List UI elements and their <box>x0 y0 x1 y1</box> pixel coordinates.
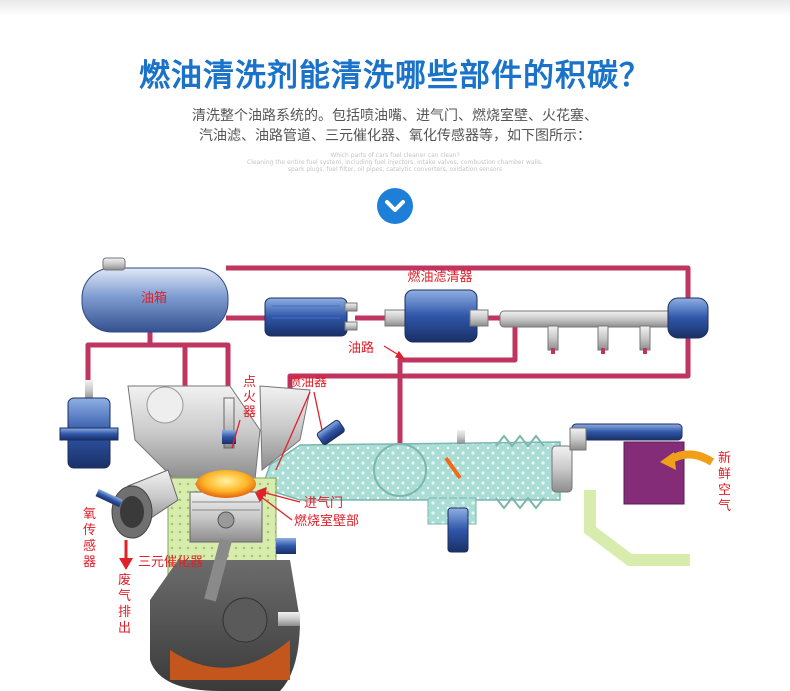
intake-valve-label: 进气门 <box>304 495 343 511</box>
fuel-tank: 油箱 <box>82 258 228 332</box>
fresh-air-char-3: 空 <box>718 483 731 498</box>
spark-plug-char-2: 火 <box>243 390 256 405</box>
oxygen-sensor-char-4: 器 <box>83 555 96 570</box>
oxygen-sensor-label: 氧 传 感 器 <box>83 507 100 570</box>
spark-plug-label: 点 火 器 <box>243 375 260 420</box>
fuel-filter: 燃油滤清器 <box>385 269 488 342</box>
exhaust-arrow <box>119 540 133 570</box>
oxygen-sensor-char-1: 氧 <box>83 507 96 522</box>
injector-label: 喷油器 <box>288 375 327 390</box>
fresh-air-label: 新 鲜 空 气 <box>718 450 735 514</box>
ignition-coil <box>60 380 118 468</box>
exhaust-char-1: 废 <box>118 572 131 588</box>
fuel-tank-label: 油箱 <box>141 290 167 306</box>
catalytic-converter-label: 三元催化器 <box>138 555 203 570</box>
combustion-flame <box>196 470 256 498</box>
fuel-pump <box>265 298 357 336</box>
oxygen-sensor-char-2: 传 <box>83 523 96 538</box>
spark-plug-char-1: 点 <box>243 375 256 390</box>
fresh-air-char-4: 气 <box>718 498 731 514</box>
air-intake-duct <box>262 430 572 552</box>
fuel-filter-label: 燃油滤清器 <box>407 269 472 285</box>
fuel-rail <box>500 298 708 354</box>
fresh-air-char-1: 新 <box>718 450 731 466</box>
fuel-line-label: 油路 <box>348 340 374 356</box>
exhaust-label: 废 气 排 出 <box>118 572 135 636</box>
exhaust-char-2: 气 <box>118 588 131 604</box>
exhaust-char-3: 排 <box>118 605 131 620</box>
combustion-wall-label: 燃烧室壁部 <box>294 513 359 529</box>
fresh-air-char-2: 鲜 <box>718 467 731 482</box>
exhaust-pipe <box>96 470 178 538</box>
exhaust-char-4: 出 <box>118 621 131 636</box>
air-filter-box <box>570 424 690 560</box>
spark-plug-char-3: 器 <box>243 405 256 420</box>
fuel-line-pointer <box>384 346 404 359</box>
oxygen-sensor-char-3: 感 <box>83 538 96 554</box>
